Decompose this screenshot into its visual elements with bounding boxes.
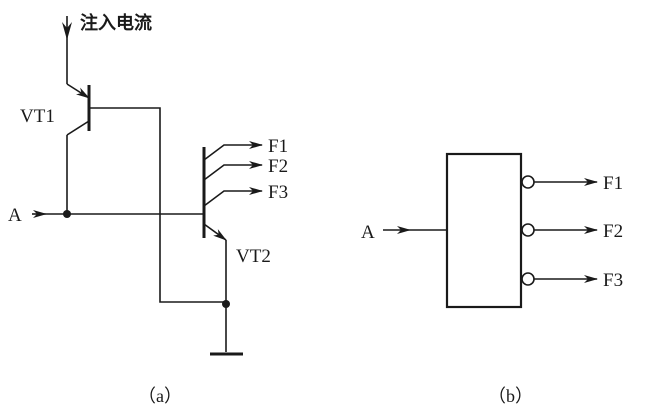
- inversion-bubble: [521, 175, 535, 189]
- output-f2-label: F2: [268, 156, 288, 177]
- vt1-label: VT1: [20, 106, 55, 127]
- vt2-collector-f1: [203, 141, 263, 161]
- vt2-emitter: [203, 223, 227, 241]
- vt2-collector-f3: [203, 187, 263, 207]
- logic-block: [445, 152, 523, 309]
- junction-dot: [222, 300, 230, 308]
- vt2-label: VT2: [236, 246, 271, 267]
- vt1-collector: [66, 120, 90, 136]
- output-f2-label-b: F2: [603, 221, 623, 242]
- vt1-base-wire: [89, 107, 228, 303]
- output-f3-label-b: F3: [603, 270, 623, 291]
- figure-b-symbol: A F1 F2 F3 （b）: [361, 152, 623, 406]
- figure-a-circuit: 注入电流 VT1 A F1 F2 F3 VT2 （a）: [8, 12, 288, 406]
- caption-a: （a）: [138, 386, 182, 406]
- vt1-emitter: [66, 83, 90, 99]
- vt2-collector-f2: [203, 161, 263, 181]
- injection-current-label: 注入电流: [80, 12, 152, 34]
- inversion-bubble: [521, 223, 535, 237]
- input-a-label: A: [8, 205, 22, 226]
- input-a-label-b: A: [361, 222, 375, 243]
- injection-arrow-icon: [62, 22, 72, 40]
- output-f1-label: F1: [268, 136, 288, 157]
- output-f1-label-b: F1: [603, 173, 623, 194]
- inversion-bubble: [521, 272, 535, 286]
- output-f3-label: F3: [268, 182, 288, 203]
- caption-b: （b）: [488, 386, 533, 406]
- junction-dot: [63, 210, 71, 218]
